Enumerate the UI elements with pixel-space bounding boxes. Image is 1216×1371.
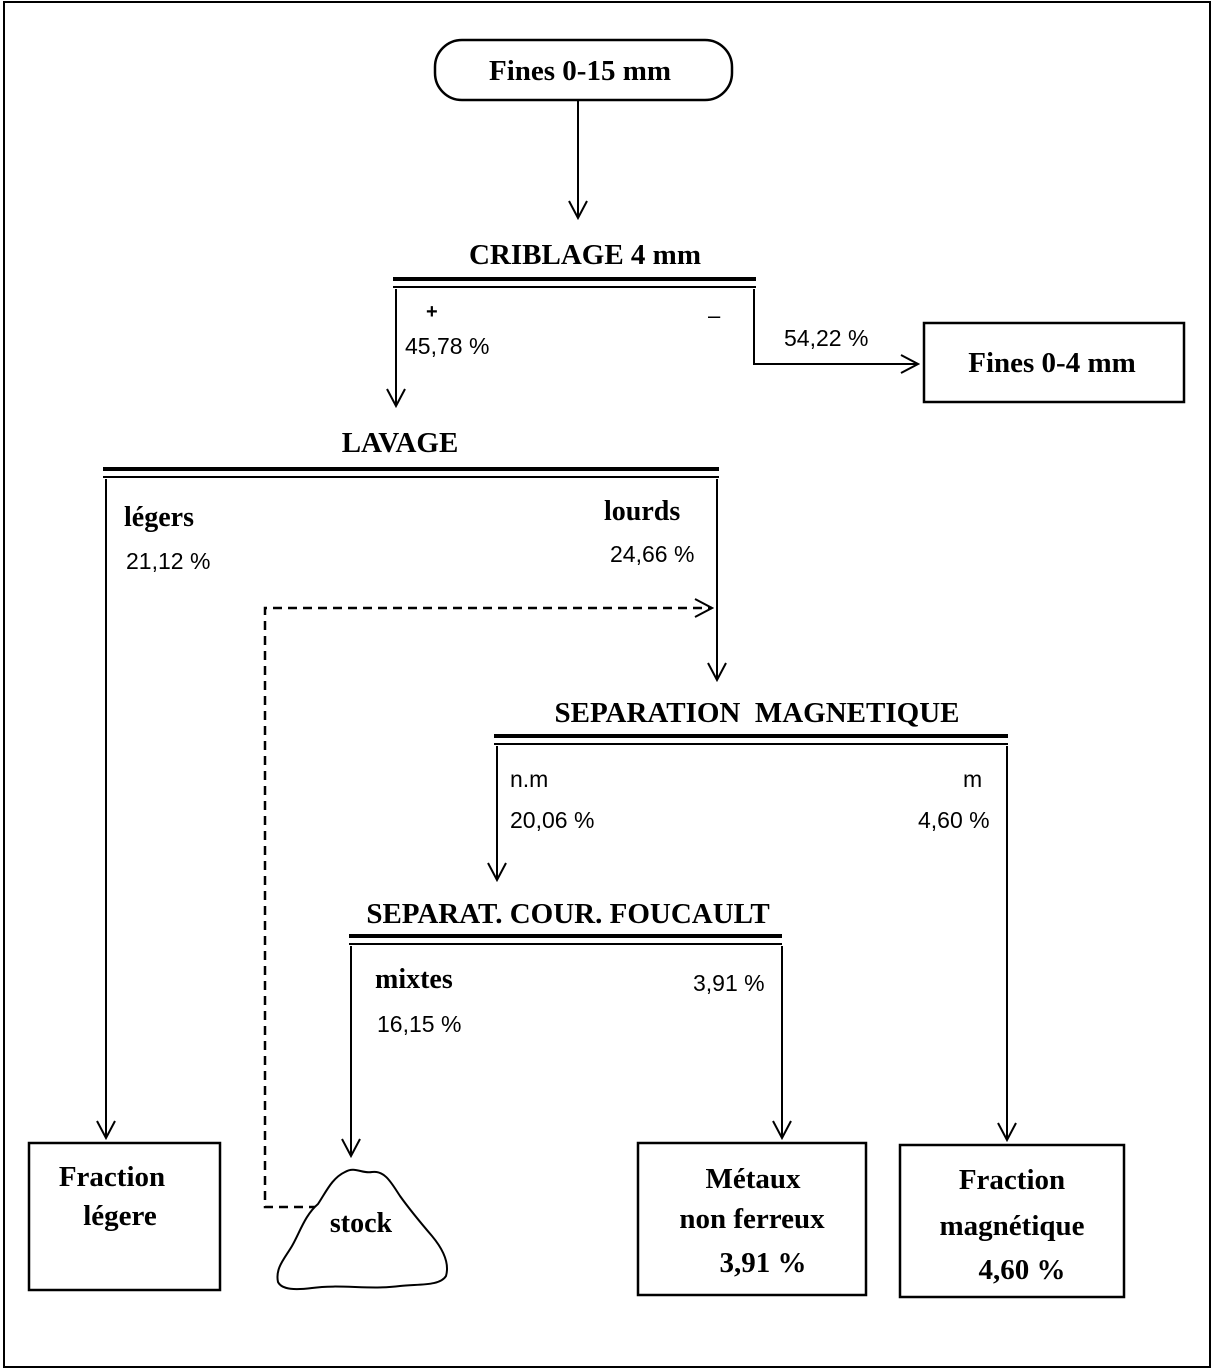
foucault-mixed-pct: 16,15 % [377,1011,461,1037]
lavage-light-label: légers [124,502,194,533]
lavage-title: LAVAGE [342,427,459,459]
start-node-box [433,38,734,102]
magnetic-nm-pct: 20,06 % [510,807,594,833]
lavage-light-pct: 21,12 % [126,548,210,574]
criblage-plus-pct: 45,78 % [405,333,489,359]
start-node-label: Fines 0-15 mm [489,55,671,87]
foucault-title: SEPARAT. COUR. FOUCAULT [366,898,769,930]
magnetic-title: SEPARATION MAGNETIQUE [555,697,960,729]
lavage-screen-bar [103,467,719,478]
foucault-metal-pct: 3,91 % [693,970,765,996]
criblage-screen-bar [393,277,756,288]
recycle-dashed-arrow [263,608,712,1209]
metals-pct: 3,91 % [720,1247,807,1279]
criblage-minus-arrow [753,289,918,364]
magnetic-screen-bar [494,734,1008,745]
metals-line2: non ferreux [679,1203,825,1235]
light-fraction-line1: Fraction [59,1161,165,1193]
magnetic-fraction-box [898,1143,1126,1299]
lavage-heavy-pct: 24,66 % [610,541,694,567]
magnetic-fraction-pct: 4,60 % [979,1254,1066,1286]
stock-label: stock [330,1208,393,1239]
magnetic-nm-label: n.m [510,766,548,792]
fines-box-label: Fines 0-4 mm [968,347,1136,379]
light-fraction-box [27,1141,222,1292]
magnetic-m-label: m [963,766,982,792]
criblage-minus-sign: – [708,303,721,328]
criblage-title: CRIBLAGE 4 mm [469,239,701,271]
magnetic-fraction-line1: Fraction [959,1164,1065,1196]
light-fraction-line2: légere [83,1200,157,1232]
stock-pile [276,1168,448,1291]
foucault-mixed-label: mixtes [375,964,453,995]
outer-frame [3,1,1211,1368]
magnetic-m-pct: 4,60 % [918,807,990,833]
magnetic-fraction-line2: magnétique [940,1210,1085,1242]
fines-box [922,321,1186,404]
lavage-heavy-label: lourds [604,496,680,527]
metals-line1: Métaux [705,1163,801,1195]
criblage-plus-sign: + [426,301,438,323]
metals-box [636,1141,868,1297]
foucault-screen-bar [349,934,782,945]
criblage-minus-pct: 54,22 % [784,325,868,351]
